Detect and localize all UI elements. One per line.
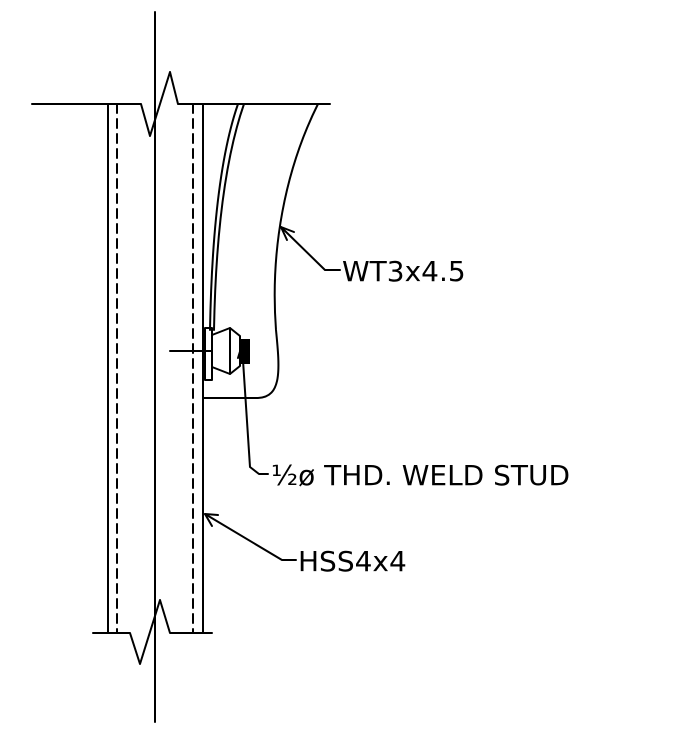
weld-stud-label: ½ø THD. WELD STUD — [271, 459, 570, 492]
hex-nut-icon — [211, 327, 241, 375]
hss-member-label: HSS4x4 — [298, 545, 407, 578]
weld-stud-assembly — [169, 327, 250, 381]
wt-flange-outline — [202, 103, 319, 399]
wt-member-label: WT3x4.5 — [342, 255, 466, 288]
hss-leader — [204, 513, 297, 561]
arrowhead-icon — [204, 513, 219, 527]
wt-stem-outer — [209, 103, 239, 331]
wt-stem-inner — [213, 103, 245, 331]
washer-plate — [204, 327, 213, 381]
bottom-break-line — [92, 599, 213, 665]
arrowhead-icon — [280, 226, 295, 241]
top-break-line — [31, 71, 331, 137]
weld-stud-leader-line — [241, 344, 269, 475]
wt-leader-line — [280, 226, 341, 271]
arrowhead-icon — [237, 344, 248, 359]
weld-stud-leader — [237, 344, 269, 475]
hss-column — [107, 103, 204, 634]
wt-member — [202, 103, 319, 399]
wt-leader — [280, 226, 341, 271]
hss-leader-line — [204, 513, 297, 561]
